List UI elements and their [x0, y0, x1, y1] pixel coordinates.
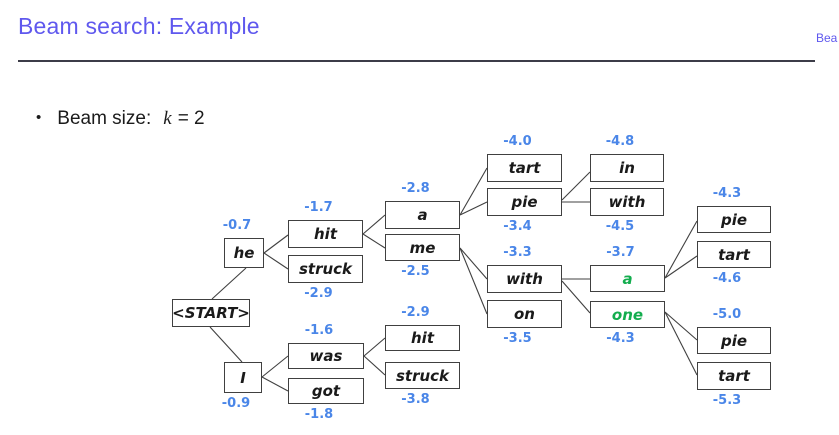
tree-node-score: -3.7	[606, 245, 635, 260]
tree-node-score: -1.7	[304, 200, 333, 215]
tree-node-label: a	[417, 206, 428, 224]
tree-edge-me-with2	[459, 247, 488, 280]
tree-node-score: -2.9	[304, 286, 333, 301]
tree-edge-start-i	[209, 326, 243, 363]
tree-node-score: -4.6	[712, 271, 742, 286]
beam-size-label: Beam size:	[57, 108, 152, 129]
tree-node-score: -3.4	[503, 219, 532, 234]
tree-node-a1: a	[385, 201, 460, 229]
tree-edge-a1-tart1	[459, 167, 488, 216]
tree-node-score: -0.9	[221, 396, 251, 411]
tree-edge-with2-one	[561, 280, 591, 314]
tree-node-label: hit	[314, 225, 337, 243]
beam-size-value: = 2	[177, 108, 205, 129]
tree-node-me: me	[385, 234, 460, 261]
bullet-marker: •	[36, 109, 42, 126]
tree-node-score: -3.3	[503, 245, 532, 260]
tree-node-start: <START>	[172, 299, 250, 327]
tree-node-label: got	[311, 382, 341, 400]
tree-node-score: -4.3	[606, 331, 635, 346]
tree-edge-one-tart3	[664, 311, 698, 376]
tree-edge-i-was	[261, 355, 289, 378]
tree-node-hit1: hit	[288, 220, 363, 248]
tree-edge-a2-pie2	[664, 220, 698, 279]
header-right-text: Bea	[816, 31, 838, 45]
tree-node-with2: with	[487, 265, 562, 293]
tree-node-a2: a	[590, 265, 665, 292]
tree-node-label: pie	[720, 210, 748, 229]
tree-node-score: -4.8	[605, 134, 635, 149]
tree-node-score: -4.0	[503, 134, 532, 149]
tree-node-score: -3.5	[503, 331, 532, 346]
tree-node-label: hit	[411, 329, 434, 347]
tree-edge-he-hit1	[263, 234, 289, 254]
tree-node-label: was	[309, 347, 343, 365]
tree-node-i: I	[224, 362, 262, 393]
tree-node-one: one	[590, 301, 665, 328]
tree-edge-was-hit2	[363, 337, 386, 357]
tree-edge-one-pie3	[664, 311, 698, 341]
tree-node-label: tart	[718, 245, 750, 264]
tree-node-label: on	[514, 305, 535, 323]
tree-node-score: -3.8	[401, 392, 430, 407]
tree-node-label: <START>	[172, 304, 250, 322]
tree-edge-was-struck2	[363, 355, 386, 376]
tree-node-on: on	[487, 300, 562, 328]
tree-node-score: -2.5	[401, 264, 430, 279]
tree-edge-hit1-a1	[362, 214, 386, 235]
tree-edge-start-he	[211, 267, 247, 300]
tree-node-label: with	[506, 270, 543, 288]
tree-edge-hit1-me	[362, 233, 386, 249]
tree-node-score: -5.0	[712, 307, 742, 322]
tree-node-struck2: struck	[385, 362, 460, 389]
tree-edge-a2-tart2	[664, 255, 698, 279]
tree-edge-i-got	[261, 376, 289, 392]
tree-node-label: tart	[508, 159, 541, 177]
tree-node-tart2: tart	[697, 241, 771, 268]
tree-node-score: -4.3	[712, 186, 742, 201]
tree-node-label: I	[240, 368, 246, 387]
tree-node-he: he	[224, 238, 264, 268]
beam-size-bullet: • Beam size: k = 2	[36, 108, 205, 130]
tree-node-score: -4.5	[605, 219, 635, 234]
tree-node-score: -5.3	[712, 393, 742, 408]
tree-node-pie3: pie	[697, 327, 771, 354]
tree-node-was: was	[288, 343, 364, 369]
tree-node-struck1: struck	[288, 255, 363, 283]
tree-node-label: tart	[718, 367, 750, 385]
tree-node-label: one	[611, 305, 644, 324]
tree-node-score: -2.8	[401, 181, 430, 196]
slide-title: Beam search: Example	[18, 13, 260, 39]
tree-node-label: in	[619, 159, 635, 177]
tree-node-score: -0.7	[222, 218, 252, 233]
tree-node-label: me	[409, 238, 436, 257]
tree-node-score: -1.8	[304, 407, 334, 422]
tree-node-label: a	[622, 269, 633, 288]
tree-node-label: struck	[395, 366, 450, 385]
tree-node-score: -2.9	[401, 305, 430, 320]
tree-edge-me-on	[459, 247, 488, 315]
tree-node-tart3: tart	[697, 362, 771, 390]
tree-node-label: pie	[720, 331, 748, 350]
title-separator	[18, 60, 815, 62]
tree-node-pie1: pie	[487, 188, 562, 216]
tree-node-score: -1.6	[304, 323, 334, 338]
tree-node-got: got	[288, 378, 364, 404]
tree-node-with1: with	[590, 188, 664, 216]
tree-node-label: pie	[511, 193, 538, 211]
tree-node-label: with	[608, 193, 646, 211]
tree-node-label: struck	[298, 260, 353, 278]
tree-node-hit2: hit	[385, 325, 460, 351]
tree-node-tart1: tart	[487, 154, 562, 182]
tree-edge-he-struck1	[263, 252, 289, 270]
beam-size-variable: k	[163, 108, 172, 129]
tree-node-in1: in	[590, 154, 664, 182]
tree-edge-a1-pie1	[459, 201, 488, 216]
tree-node-pie2: pie	[697, 206, 771, 233]
tree-node-label: he	[233, 244, 255, 262]
tree-edge-pie1-in1	[561, 171, 591, 201]
